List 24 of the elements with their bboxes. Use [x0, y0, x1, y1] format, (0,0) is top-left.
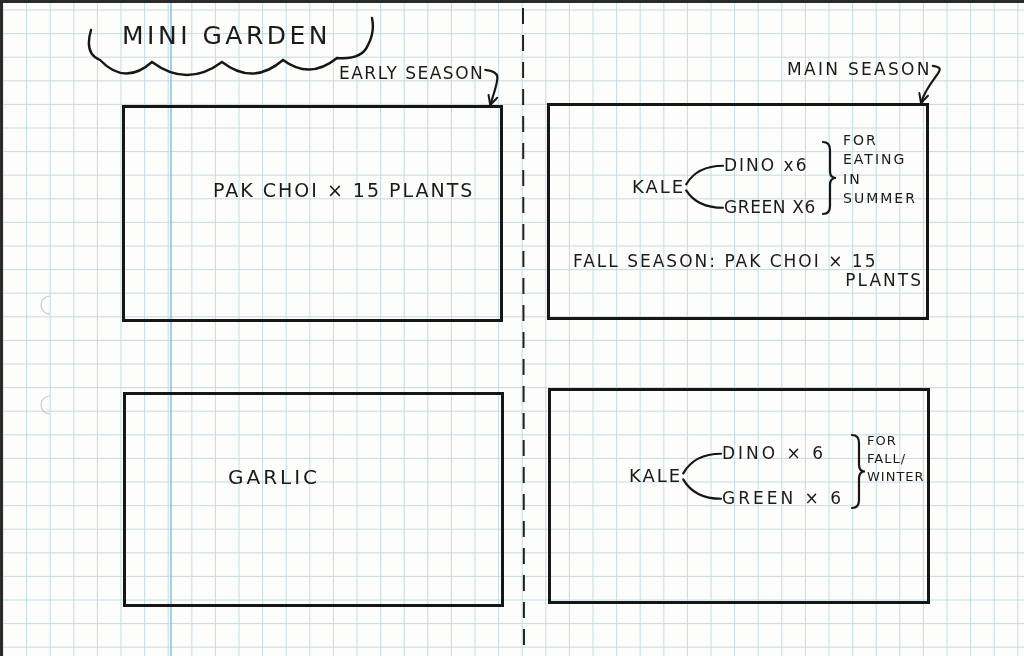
branch-line	[682, 478, 723, 500]
planting-note: GARLIC	[228, 466, 321, 489]
variety-label: GREEN X6	[724, 198, 816, 218]
planting-note: FALL SEASON: PAK CHOI × 15 PLANTS	[573, 252, 923, 290]
garden-bed	[122, 105, 503, 322]
curved-arrow	[918, 64, 941, 105]
planting-note: PAK CHOI × 15 PLANTS	[213, 180, 475, 202]
garden-bed	[123, 392, 504, 607]
branch-line	[685, 164, 725, 186]
curved-arrow	[484, 68, 499, 107]
variety-label: GREEN × 6	[722, 489, 845, 509]
title: MINI GARDEN	[122, 22, 332, 51]
branch-line	[685, 189, 725, 209]
branch-line	[682, 452, 723, 475]
variety-label: DINO × 6	[722, 444, 827, 464]
garden-bed	[548, 388, 930, 604]
variety-label: DINO x6	[724, 156, 809, 176]
season-label: MAIN SEASON	[787, 60, 932, 80]
garden-bed	[547, 103, 929, 320]
brace-note: FOR EATING IN SUMMER	[843, 131, 918, 208]
season-label: EARLY SEASON	[339, 64, 485, 84]
plant-name: KALE	[632, 177, 686, 198]
brace-note: FOR FALL/ WINTER	[867, 432, 926, 486]
plant-name: KALE	[629, 466, 683, 487]
